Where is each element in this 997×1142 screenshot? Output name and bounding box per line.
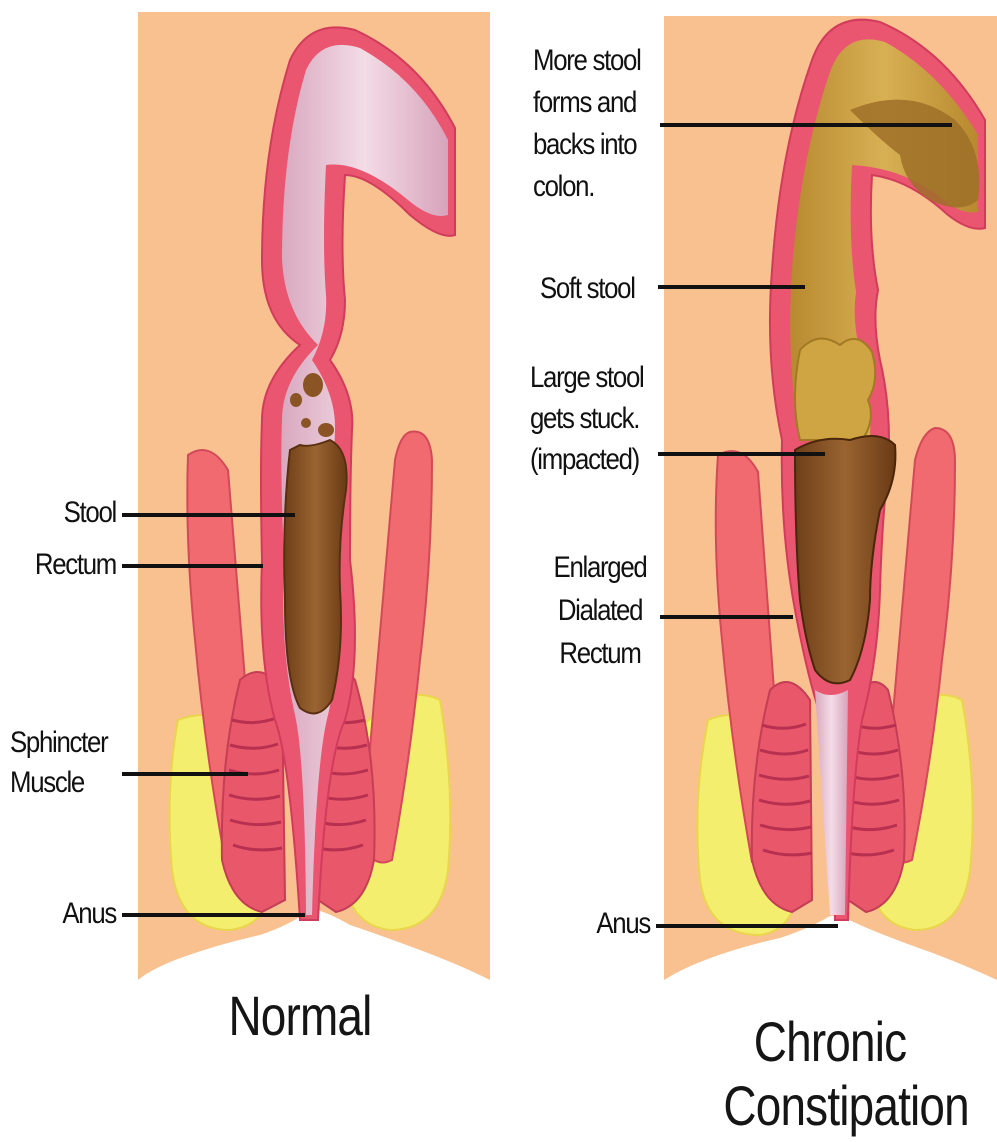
label-normal-anus: Anus: [42, 897, 116, 931]
label-soft-stool: Soft stool: [540, 272, 643, 306]
label-sphincter-muscle: Sphincter Muscle: [10, 723, 105, 803]
normal-stool-fragment: [290, 393, 302, 407]
label-rectum: Rectum: [25, 548, 116, 582]
normal-stool-fragment: [301, 418, 311, 428]
label-enlarged-rectum: Enlarged Dialated Rectum: [553, 546, 648, 675]
normal-title: Normal: [218, 986, 382, 1046]
constipation-title: Chronic Constipation: [723, 1010, 936, 1138]
constipation-panel: [664, 16, 997, 980]
constipation-soft-stool-lumps: [795, 339, 875, 440]
label-stool: Stool: [42, 496, 116, 530]
label-constipation-anus: Anus: [573, 907, 650, 941]
normal-stool-fragment: [318, 423, 334, 437]
label-large-stool: Large stool gets stuck. (impacted): [530, 357, 650, 480]
label-more-stool: More stool forms and backs into colon.: [533, 40, 653, 208]
normal-stool: [284, 440, 346, 713]
normal-panel: [138, 12, 490, 980]
normal-stool-fragment: [303, 373, 323, 397]
